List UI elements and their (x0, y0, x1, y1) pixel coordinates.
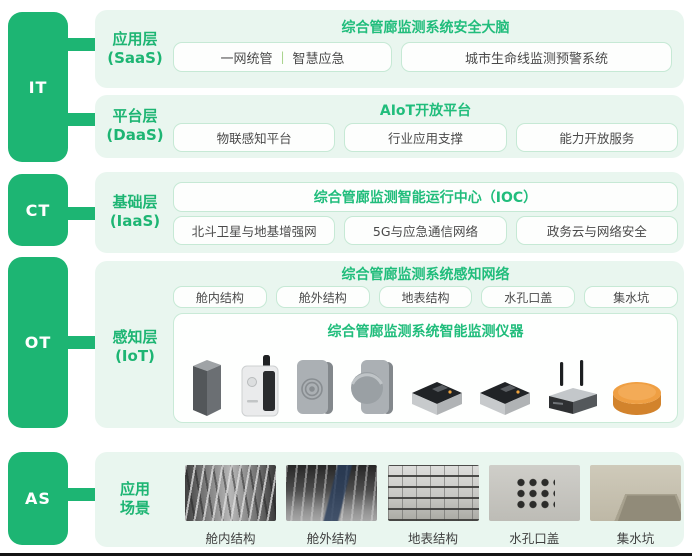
title-saas: 综合管廊监测系统安全大脑 (341, 20, 510, 36)
rail-label-it: IT (28, 77, 48, 97)
label-iot-line2: (IoT) (115, 347, 155, 365)
data-logger-icon (409, 376, 465, 418)
caption-cabin-exterior: 舱外结构 (306, 531, 357, 546)
scene-figure: 集水坑 (590, 465, 681, 547)
box-unified-management: 一网统管 | 智慧应急 (173, 42, 392, 72)
box-separator: | (280, 50, 285, 64)
scene-figure: 舱内结构 (185, 465, 276, 547)
box-surface-structure: 地表结构 (378, 286, 473, 308)
photo-sump-pit (590, 465, 681, 521)
box-5g-network: 5G与应急通信网络 (344, 216, 507, 245)
box-city-lifeline-system: 城市生命线监测预警系统 (401, 42, 672, 72)
box-unified-management-part2: 智慧应急 (292, 51, 345, 67)
rail-block-ot: OT (8, 257, 68, 428)
label-scenes-line2: 场景 (119, 499, 150, 517)
page-bottom-rule (0, 553, 692, 556)
label-iot-line1: 感知层 (112, 328, 158, 346)
instrument-panel: 综合管廊监测系统智能监测仪器 (173, 313, 678, 423)
vibration-sensor-icon (294, 358, 336, 418)
rail-label-as: AS (25, 489, 51, 508)
rail-label-ot: OT (24, 333, 52, 352)
box-manhole-cover: 水孔口盖 (481, 286, 576, 308)
box-gov-cloud-security: 政务云与网络安全 (515, 216, 678, 245)
instrument-panel-title: 综合管廊监测系统智能监测仪器 (327, 324, 524, 340)
box-cabin-interior: 舱内结构 (173, 286, 267, 308)
rail-block-it: IT (8, 12, 68, 162)
rail-block-as: AS (8, 452, 68, 545)
box-capability-open-service: 能力开放服务 (515, 123, 678, 152)
box-cabin-exterior: 舱外结构 (275, 286, 370, 308)
label-daas-line2: (DaaS) (106, 126, 164, 144)
scene-figure: 舱外结构 (286, 465, 378, 547)
pillar-monitor-icon (188, 356, 226, 418)
smart-manhole-sensor-icon (611, 376, 663, 418)
rail-label-ct: CT (25, 200, 51, 220)
photo-surface-structure (387, 465, 479, 521)
box-unified-management-part1: 一网统管 (220, 51, 273, 67)
box-sump-pit: 集水坑 (584, 286, 678, 308)
wireless-gateway-icon (545, 360, 599, 418)
daas-box-row: 物联感知平台 行业应用支撑 能力开放服务 (173, 123, 678, 152)
label-saas-line1: 应用层 (112, 30, 158, 48)
label-daas-line1: 平台层 (112, 107, 158, 125)
iaas-box-row: 北斗卫星与地基增强网 5G与应急通信网络 政务云与网络安全 (173, 216, 678, 245)
photo-cabin-exterior (286, 465, 378, 521)
data-logger-icon (477, 376, 533, 418)
box-beidou-network: 北斗卫星与地基增强网 (173, 216, 336, 245)
photo-manhole-cover (488, 465, 580, 521)
photo-cabin-interior (185, 465, 276, 521)
antenna-sensor-icon (238, 354, 282, 418)
label-iaas-line2: (IaaS) (109, 212, 161, 230)
iot-box-row: 舱内结构 舱外结构 地表结构 水孔口盖 集水坑 (173, 286, 678, 308)
title-daas: AIoT开放平台 (379, 103, 472, 119)
box-ioc-center: 综合管廊监测智能运行中心（IOC） (173, 182, 678, 212)
label-saas: 应用层 (SaaS) (98, 30, 172, 68)
scene-figure: 水孔口盖 (488, 465, 580, 547)
scene-photo-row: 舱内结构 舱外结构 地表结构 水孔口盖 集水坑 (185, 465, 681, 547)
caption-cabin-interior: 舱内结构 (205, 531, 256, 546)
caption-sump-pit: 集水坑 (616, 531, 655, 546)
label-daas: 平台层 (DaaS) (98, 107, 172, 145)
box-industry-application-support: 行业应用支撑 (344, 123, 507, 152)
label-scenes-line1: 应用 (119, 480, 150, 498)
title-iot: 综合管廊监测系统感知网络 (341, 267, 510, 283)
label-saas-line2: (SaaS) (107, 49, 163, 67)
caption-surface-structure: 地表结构 (407, 531, 458, 546)
scene-figure: 地表结构 (387, 465, 479, 547)
caption-manhole-cover: 水孔口盖 (509, 531, 560, 546)
label-iot: 感知层 (IoT) (98, 328, 172, 366)
label-scenes: 应用 场景 (98, 480, 172, 518)
box-iot-perception-platform: 物联感知平台 (173, 123, 336, 152)
label-iaas-line1: 基础层 (112, 193, 158, 211)
device-row (188, 348, 663, 418)
label-iaas: 基础层 (IaaS) (98, 193, 172, 231)
disc-sensor-icon (348, 358, 396, 418)
rail-block-ct: CT (8, 174, 68, 246)
